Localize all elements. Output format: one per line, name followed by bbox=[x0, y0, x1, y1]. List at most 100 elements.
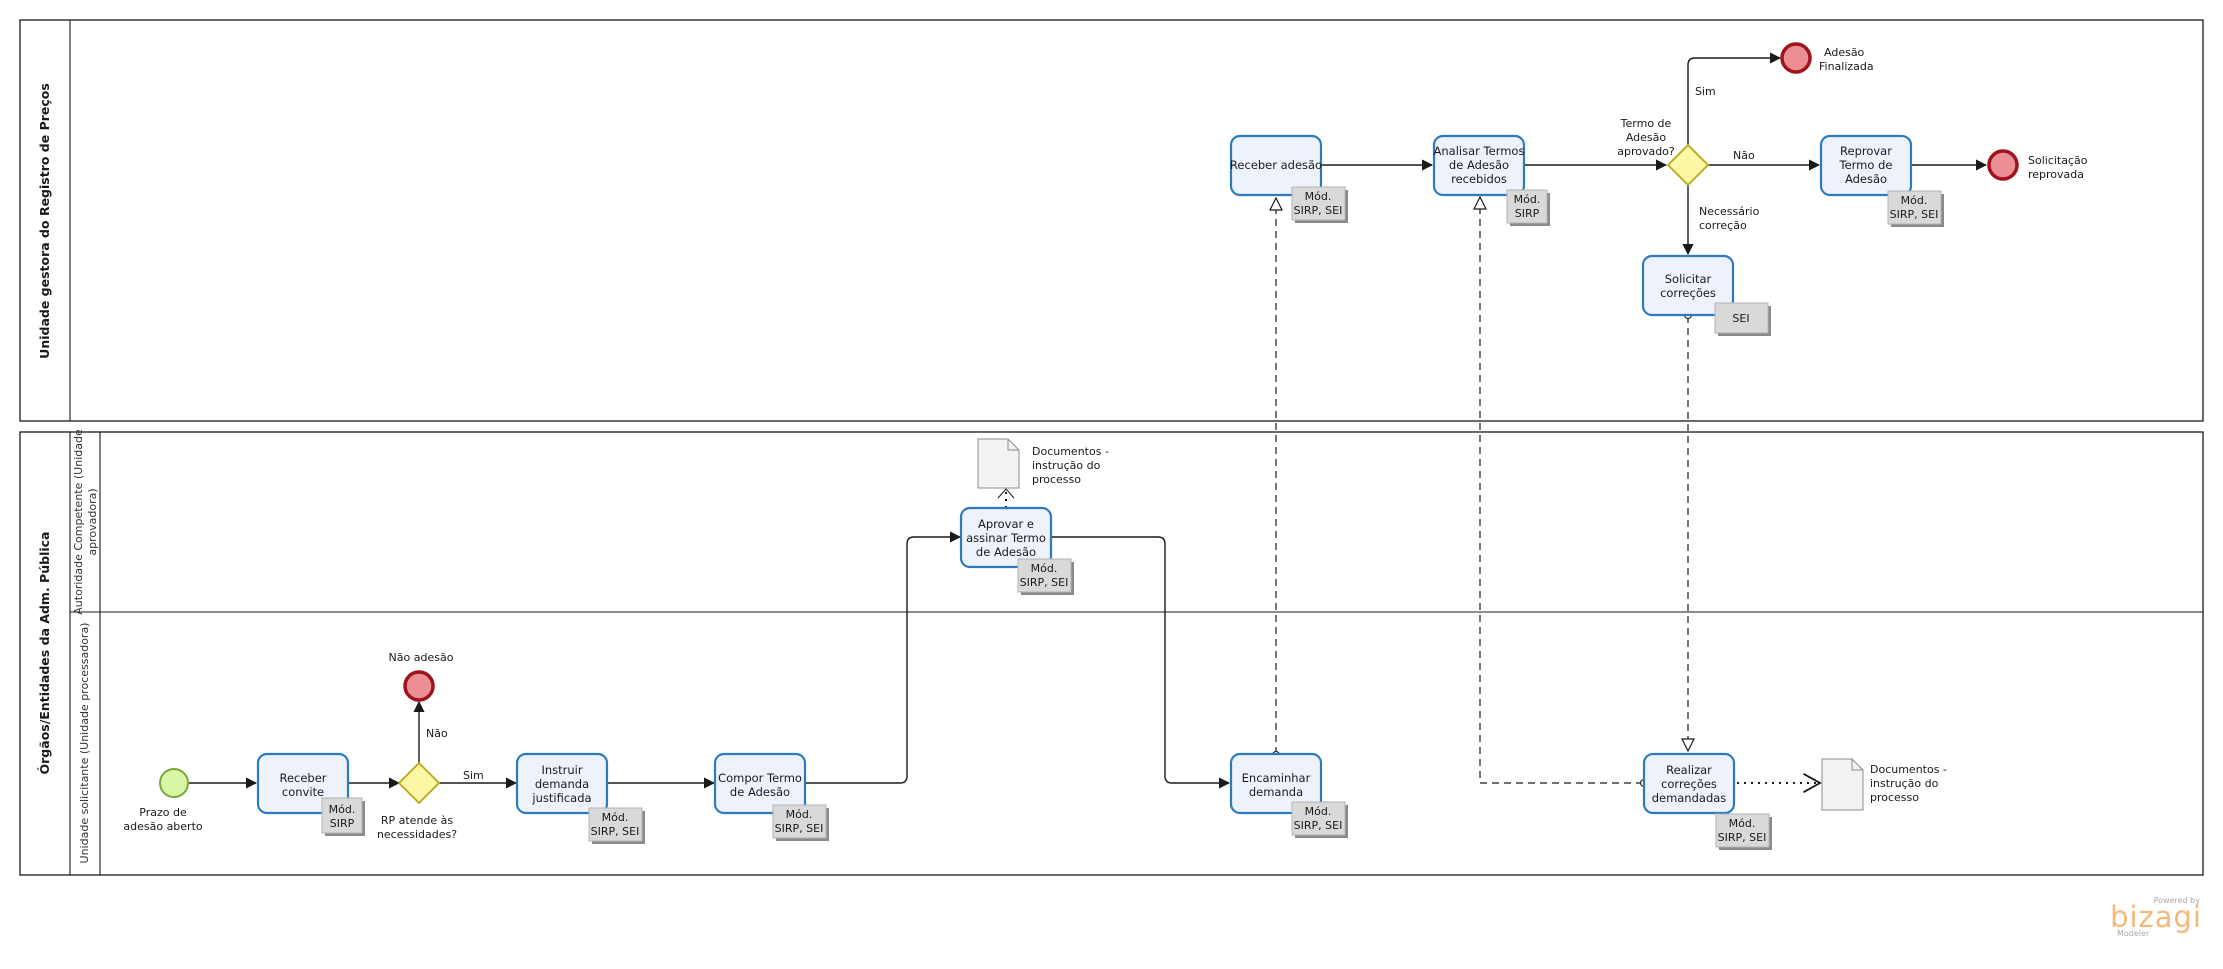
svg-text:SIRP, SEI: SIRP, SEI bbox=[1294, 204, 1343, 217]
annotation-reprovar: Mód. SIRP, SEI bbox=[1887, 190, 1944, 227]
end-event-reprovada-label-1: Solicitação bbox=[2028, 154, 2088, 167]
gateway-rp-label-1: RP atende às bbox=[381, 814, 454, 827]
watermark-powered: Powered by bbox=[2154, 896, 2201, 905]
svg-text:de Adesão: de Adesão bbox=[976, 545, 1036, 559]
svg-text:SEI: SEI bbox=[1732, 312, 1749, 325]
svg-text:de Adesão: de Adesão bbox=[730, 785, 790, 799]
annotation-analisar: Mód. SIRP bbox=[1506, 189, 1550, 226]
document-label-2-c: processo bbox=[1870, 791, 1919, 804]
label-rp-sim: Sim bbox=[463, 769, 484, 782]
label-necessario-correcao-1: Necessário bbox=[1699, 205, 1760, 218]
svg-text:Analisar Termos: Analisar Termos bbox=[1434, 144, 1525, 158]
annotation-encaminhar: Mód. SIRP, SEI bbox=[1291, 801, 1348, 838]
task-encaminhar-demanda[interactable]: Encaminhar demanda bbox=[1229, 752, 1323, 815]
annotation-solicitar: SEI bbox=[1714, 302, 1771, 336]
task-analisar-termos[interactable]: Analisar Termos de Adesão recebidos bbox=[1432, 134, 1526, 197]
task-receber-adesao[interactable]: Receber adesão bbox=[1230, 134, 1322, 197]
svg-text:demandadas: demandadas bbox=[1652, 791, 1727, 805]
svg-text:SIRP: SIRP bbox=[330, 817, 355, 830]
svg-text:convite: convite bbox=[282, 785, 324, 799]
svg-text:Encaminhar: Encaminhar bbox=[1242, 771, 1311, 785]
end-event-nao-adesao[interactable] bbox=[403, 670, 435, 702]
task-compor-termo[interactable]: Compor Termo de Adesão bbox=[713, 752, 807, 815]
document-label-1-c: processo bbox=[1032, 473, 1081, 486]
svg-text:Mód.: Mód. bbox=[602, 811, 629, 824]
svg-text:Mód.: Mód. bbox=[1901, 194, 1928, 207]
gateway-termo-label-1: Termo de bbox=[1620, 117, 1672, 130]
svg-text:correções: correções bbox=[1661, 777, 1717, 791]
sequence-flows bbox=[189, 52, 1988, 789]
task-reprovar-termo[interactable]: Reprovar Termo de Adesão bbox=[1819, 134, 1913, 197]
svg-text:SIRP, SEI: SIRP, SEI bbox=[775, 822, 824, 835]
gateway-termo-aprovado[interactable] bbox=[1666, 143, 1710, 187]
svg-text:demanda: demanda bbox=[535, 777, 589, 791]
associations bbox=[997, 488, 1820, 783]
svg-text:Mód.: Mód. bbox=[1305, 805, 1332, 818]
start-event-prazo[interactable] bbox=[159, 768, 189, 798]
svg-text:Receber: Receber bbox=[279, 771, 326, 785]
document-label-2-b: instrução do bbox=[1870, 777, 1939, 790]
document-icon-aprovar bbox=[977, 438, 1020, 489]
gateway-rp-atende[interactable] bbox=[397, 761, 441, 805]
annotation-receber-adesao: Mód. SIRP, SEI bbox=[1291, 186, 1348, 223]
pool-title-gestora: Unidade gestora do Registro de Preços bbox=[37, 83, 52, 359]
watermark-brand: bizagi bbox=[2110, 900, 2202, 934]
end-event-adesao-finalizada[interactable] bbox=[1780, 42, 1812, 74]
svg-text:SIRP: SIRP bbox=[1515, 207, 1540, 220]
end-event-solicitacao-reprovada[interactable] bbox=[1987, 149, 2019, 181]
label-rp-nao: Não bbox=[426, 727, 448, 740]
svg-text:SIRP, SEI: SIRP, SEI bbox=[1020, 576, 1069, 589]
pool-title-orgaos: Órgãos/Entidades da Adm. Pública bbox=[37, 532, 52, 775]
svg-text:Mód.: Mód. bbox=[1031, 562, 1058, 575]
svg-text:Aprovar e: Aprovar e bbox=[978, 517, 1034, 531]
svg-text:Reprovar: Reprovar bbox=[1840, 144, 1892, 158]
svg-text:SIRP, SEI: SIRP, SEI bbox=[1294, 819, 1343, 832]
svg-text:recebidos: recebidos bbox=[1451, 172, 1507, 186]
annotation-instruir: Mód. SIRP, SEI bbox=[588, 807, 645, 844]
svg-text:Mód.: Mód. bbox=[329, 803, 356, 816]
document-label-2-a: Documentos - bbox=[1870, 763, 1947, 776]
end-event-reprovada-label-2: reprovada bbox=[2028, 168, 2084, 181]
svg-text:de Adesão: de Adesão bbox=[1449, 158, 1509, 172]
svg-text:assinar Termo: assinar Termo bbox=[966, 531, 1046, 545]
svg-text:Termo de: Termo de bbox=[1839, 158, 1893, 172]
annotation-compor: Mód. SIRP, SEI bbox=[772, 804, 829, 841]
lane-title-processadora: Unidade solicitante (Unidade processador… bbox=[78, 623, 91, 864]
task-instruir-demanda[interactable]: Instruir demanda justificada bbox=[515, 752, 609, 815]
end-event-adesao-finalizada-label-1: Adesão bbox=[1824, 46, 1865, 59]
watermark-product: Modeler bbox=[2117, 929, 2150, 938]
svg-text:Mód.: Mód. bbox=[1514, 193, 1541, 206]
svg-text:Mód.: Mód. bbox=[1305, 190, 1332, 203]
lane-title-aprovadora-1: Autoridade Competente (Unidade bbox=[72, 429, 85, 615]
task-solicitar-correcoes[interactable]: Solicitar correções bbox=[1641, 254, 1735, 317]
svg-text:Adesão: Adesão bbox=[1845, 172, 1887, 186]
label-termo-nao: Não bbox=[1733, 149, 1755, 162]
svg-text:Mód.: Mód. bbox=[786, 808, 813, 821]
document-label-1-a: Documentos - bbox=[1032, 445, 1109, 458]
flow-labels: Sim Não Sim Não Necessário correção bbox=[426, 85, 1760, 782]
svg-text:SIRP, SEI: SIRP, SEI bbox=[1718, 831, 1767, 844]
annotation-aprovar: Mód. SIRP, SEI bbox=[1017, 558, 1074, 595]
svg-text:Compor Termo: Compor Termo bbox=[718, 771, 802, 785]
svg-text:Solicitar: Solicitar bbox=[1665, 272, 1712, 286]
svg-text:justificada: justificada bbox=[531, 791, 591, 805]
svg-text:SIRP, SEI: SIRP, SEI bbox=[1890, 208, 1939, 221]
gateway-termo-label-3: aprovado? bbox=[1617, 145, 1675, 158]
flow-aprovar-to-encaminhar bbox=[1051, 536, 1231, 789]
task-aprovar-assinar[interactable]: Aprovar e assinar Termo de Adesão bbox=[959, 506, 1053, 569]
document-label-1-b: instrução do bbox=[1032, 459, 1101, 472]
end-event-nao-adesao-label: Não adesão bbox=[389, 651, 454, 664]
label-termo-sim: Sim bbox=[1695, 85, 1716, 98]
lane-title-aprovadora-2: aprovadora) bbox=[86, 488, 99, 555]
start-event-label-1: Prazo de bbox=[139, 806, 187, 819]
message-flow-realizar-to-analisar bbox=[1480, 197, 1643, 784]
svg-text:demanda: demanda bbox=[1249, 785, 1303, 799]
svg-text:SIRP, SEI: SIRP, SEI bbox=[591, 825, 640, 838]
label-necessario-correcao-2: correção bbox=[1699, 219, 1747, 232]
annotation-realizar: Mód. SIRP, SEI bbox=[1715, 813, 1772, 850]
flow-compor-to-aprovar bbox=[805, 531, 962, 784]
end-event-adesao-finalizada-label-2: Finalizada bbox=[1819, 60, 1874, 73]
task-realizar-correcoes[interactable]: Realizar correções demandadas bbox=[1642, 752, 1736, 815]
svg-text:correções: correções bbox=[1660, 286, 1716, 300]
